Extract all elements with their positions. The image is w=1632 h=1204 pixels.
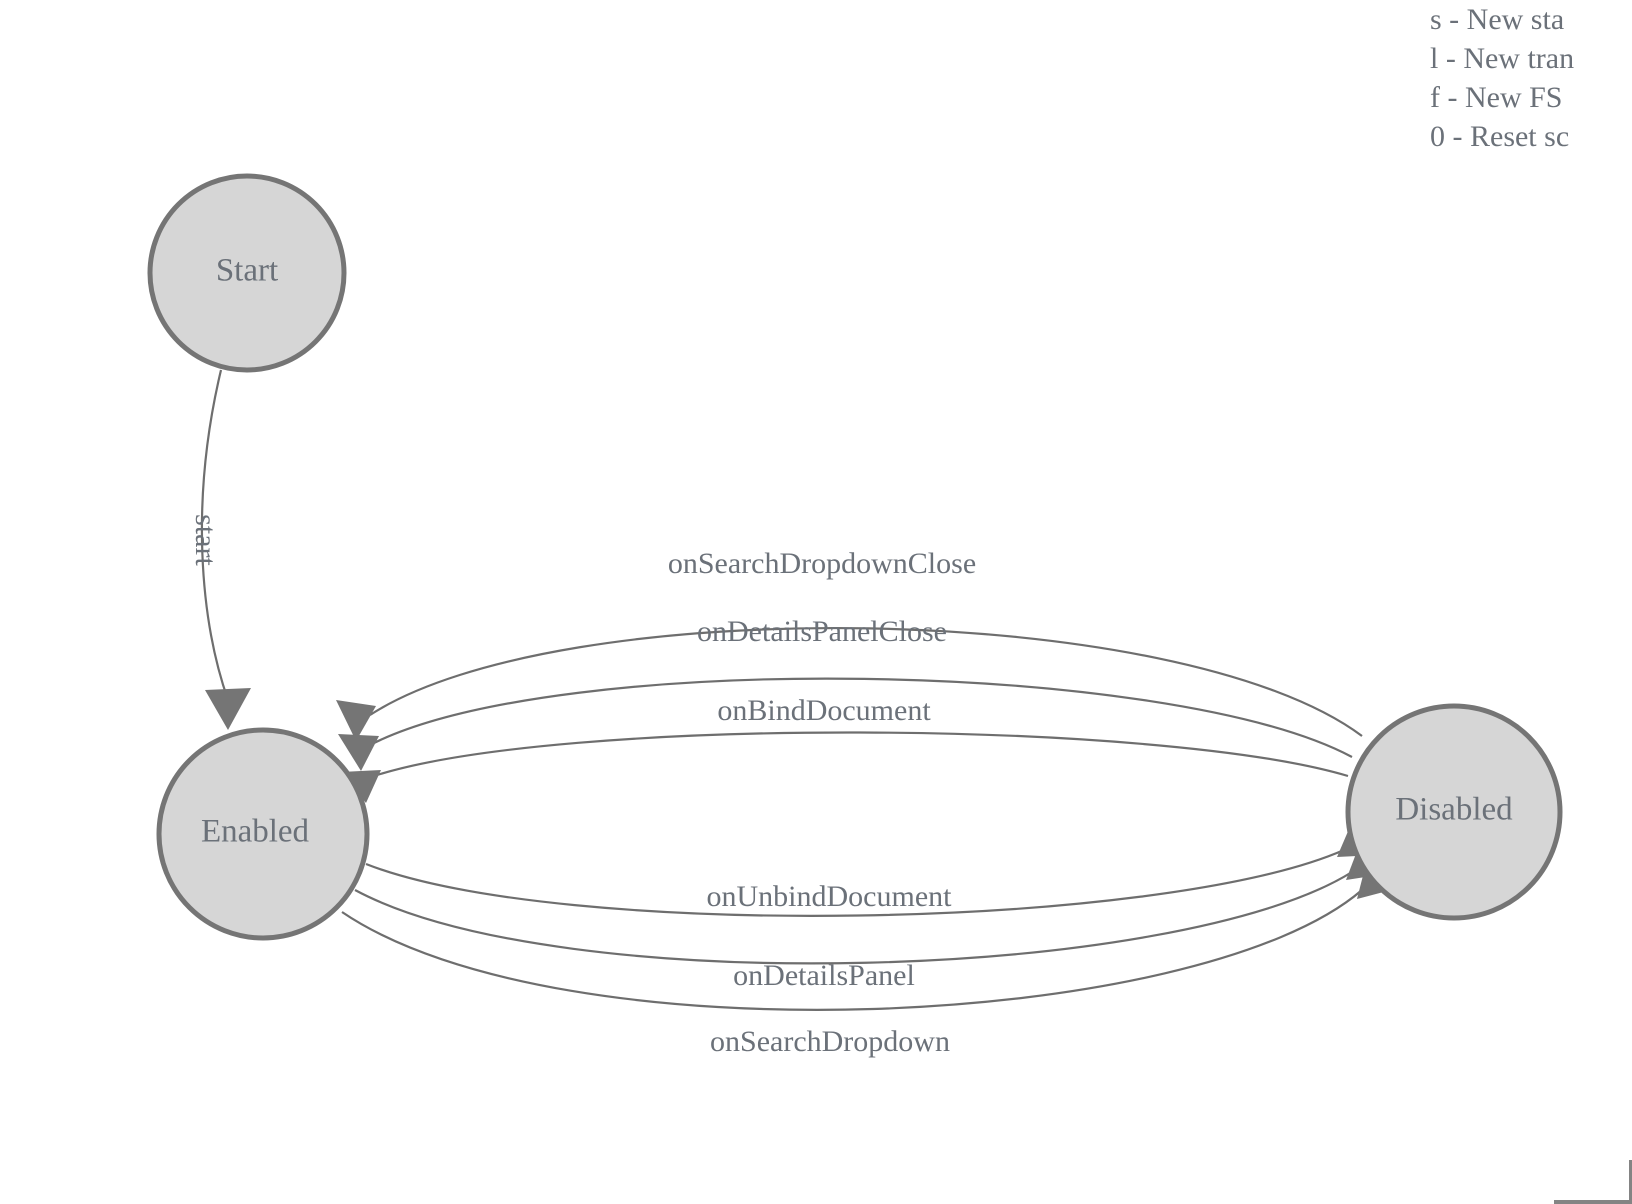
state-circle-enabled[interactable] — [156, 727, 370, 941]
transition-onUnbindDocument-path — [365, 848, 1345, 917]
transition-start[interactable] — [200, 369, 251, 730]
transition-label-onSearchDropdown: onSearchDropdown — [710, 1025, 950, 1058]
transition-onBindDocument[interactable] — [341, 731, 1349, 803]
transition-onSearchDropdown-path — [341, 889, 1363, 1011]
state-circle-disabled[interactable] — [1345, 703, 1563, 921]
transition-label-onBindDocument: onBindDocument — [717, 694, 931, 727]
transition-onDetailsPanelClose-arrowhead — [338, 734, 379, 771]
state-node-start[interactable]: Start — [147, 173, 347, 373]
state-label-disabled: Disabled — [1395, 792, 1513, 828]
transition-label-onDetailsPanelClose: onDetailsPanelClose — [697, 615, 947, 648]
transition-label-onDetailsPanel: onDetailsPanel — [733, 959, 915, 992]
state-label-enabled: Enabled — [201, 814, 310, 850]
transition-onDetailsPanelClose[interactable] — [338, 677, 1353, 771]
state-node-enabled[interactable]: Enabled — [156, 727, 370, 941]
state-circle-start[interactable] — [147, 173, 347, 373]
viewport-edge-right — [1629, 1160, 1632, 1204]
transition-start-path — [200, 369, 230, 701]
transition-onDetailsPanel-path — [354, 871, 1353, 965]
transition-label-onUnbindDocument: onUnbindDocument — [707, 880, 953, 913]
transition-onSearchDropdownClose-arrowhead — [336, 700, 376, 741]
transition-onBindDocument-path — [373, 731, 1349, 778]
transition-label-onSearchDropdownClose: onSearchDropdownClose — [668, 547, 976, 580]
transition-onSearchDropdownClose-path — [369, 627, 1363, 737]
transition-onSearchDropdownClose[interactable] — [336, 627, 1363, 741]
state-label-start: Start — [216, 253, 278, 289]
viewport-edge-bottom — [1554, 1200, 1632, 1204]
state-node-disabled[interactable]: Disabled — [1345, 703, 1563, 921]
transition-start-arrowhead — [205, 688, 251, 730]
transition-onDetailsPanelClose-path — [371, 677, 1353, 758]
transition-label-start: start — [189, 514, 222, 566]
